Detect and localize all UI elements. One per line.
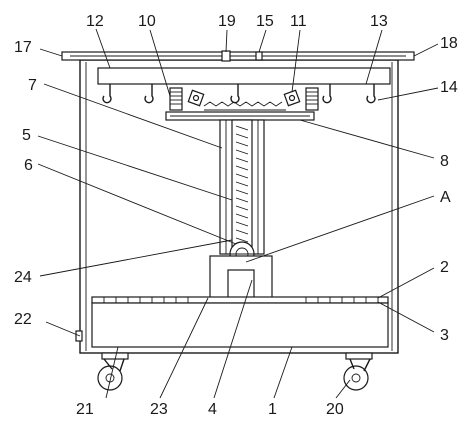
label-17: 17 <box>14 39 32 56</box>
label-3: 3 <box>440 327 449 344</box>
motor-housing <box>209 255 273 299</box>
label-21: 21 <box>76 401 94 418</box>
label-18: 18 <box>440 35 458 52</box>
label-11: 11 <box>290 13 307 30</box>
spring-right <box>305 87 319 111</box>
label-19: 19 <box>218 13 236 30</box>
spring-left <box>169 87 183 111</box>
label-13: 13 <box>370 13 388 30</box>
label-2: 2 <box>440 259 449 276</box>
label-24: 24 <box>14 269 32 286</box>
bottom-drawer <box>75 302 389 348</box>
upper-rail <box>97 67 391 85</box>
caster-right <box>343 352 373 391</box>
carriage-plate <box>165 111 315 121</box>
hook-row <box>102 84 376 104</box>
lifting-column <box>219 119 265 255</box>
label-22: 22 <box>14 311 32 328</box>
label-14: 14 <box>440 79 458 96</box>
leader-lines <box>37 28 439 399</box>
label-20: 20 <box>326 401 344 418</box>
label-7: 7 <box>28 77 37 94</box>
label-12: 12 <box>86 13 104 30</box>
shelf <box>91 296 389 304</box>
label-4: 4 <box>208 401 217 418</box>
reference-labels: 12 10 19 15 11 13 17 18 14 7 5 8 6 A 24 … <box>14 13 458 418</box>
label-8: 8 <box>440 153 449 170</box>
label-6: 6 <box>24 157 33 174</box>
label-10: 10 <box>138 13 156 30</box>
label-A: A <box>440 189 451 206</box>
linkage-assembly <box>187 89 301 111</box>
top-plate <box>61 50 415 62</box>
label-1: 1 <box>268 401 277 418</box>
label-5: 5 <box>22 127 31 144</box>
label-15: 15 <box>256 13 274 30</box>
caster-left <box>97 352 129 391</box>
label-23: 23 <box>150 401 168 418</box>
